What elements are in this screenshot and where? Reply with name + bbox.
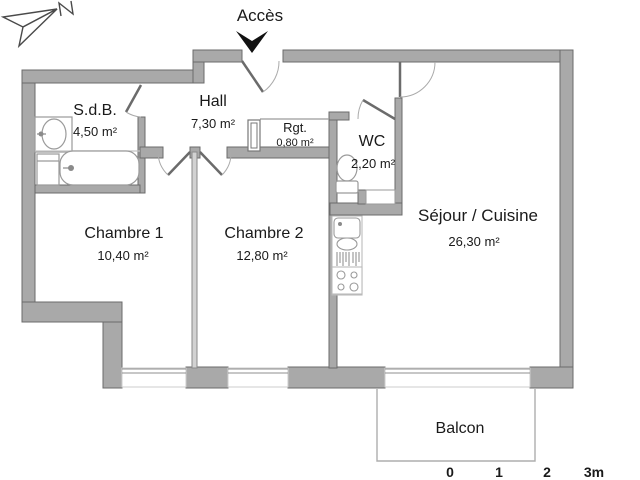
wall-wc-bottom [329, 202, 403, 216]
room-name-chambre1: Chambre 1 [84, 225, 163, 242]
wall-bottom-right-corner [529, 366, 574, 389]
scale-bar: 0 1 2 3m [446, 464, 604, 480]
room-name-hall: Hall [199, 93, 227, 110]
window-chambre1 [121, 367, 187, 388]
stove-icon [331, 266, 363, 295]
access-label: Accès [237, 6, 283, 25]
wall-top-right [282, 49, 574, 63]
room-area-sejour: 26,30 m² [448, 234, 500, 249]
chambre1-door [157, 151, 191, 176]
labels-layer: Accès S.d.B. 4,50 m² Hall 7,30 m² Rgt. 0… [73, 6, 538, 437]
north-arrow-icon [0, 0, 74, 49]
bathroom-fixtures [34, 116, 359, 194]
room-name-rgt: Rgt. [283, 120, 307, 135]
scale-tick-0: 0 [446, 464, 454, 480]
balcony-outline [376, 389, 536, 462]
room-area-chambre2: 12,80 m² [236, 248, 288, 263]
windows-layer [121, 367, 531, 388]
wall-bedroom-partition [191, 151, 198, 369]
duct-box [365, 189, 396, 205]
wall-hall-south-1 [139, 146, 164, 159]
wall-duct-stub [357, 189, 367, 205]
wall-step-horizontal [21, 301, 123, 323]
bathroom-sink-icon [34, 116, 73, 153]
room-area-rgt: 0,80 m² [276, 137, 314, 149]
wall-wc-right [394, 97, 403, 216]
sdb-door [124, 84, 143, 118]
room-area-chambre1: 10,40 m² [97, 248, 149, 263]
kitchen-fixtures [331, 215, 363, 296]
washing-machine-icon [36, 153, 60, 186]
chambre2-door [199, 151, 232, 176]
scale-tick-1: 1 [495, 464, 503, 480]
wall-right [559, 49, 574, 389]
balcony-label: Balcon [436, 420, 485, 437]
toilet-icon [335, 154, 359, 194]
wc-door [357, 98, 396, 121]
doors-layer [124, 60, 436, 176]
wall-sdb-bottom [34, 184, 141, 194]
sejour-door [398, 61, 436, 98]
kitchen-sink-icon [333, 217, 361, 251]
room-area-sdb: 4,50 m² [73, 124, 118, 139]
room-name-sdb: S.d.B. [73, 102, 117, 119]
entrance-door [240, 60, 280, 93]
room-area-wc: 2,20 m² [351, 156, 396, 171]
wall-wc-top-stub [328, 111, 350, 121]
window-chambre2 [227, 367, 289, 388]
wall-bottom-mid-right [287, 366, 386, 389]
closet-rgt [247, 118, 329, 152]
access-arrow-icon [236, 31, 268, 53]
scale-tick-3m: 3m [584, 464, 604, 480]
wall-bottom-mid-left [185, 366, 229, 389]
room-area-hall: 7,30 m² [191, 116, 236, 131]
wall-left-lower [102, 321, 123, 389]
room-name-sejour: Séjour / Cuisine [418, 206, 538, 225]
dish-rack-icon [336, 252, 360, 266]
bathtub-icon [59, 150, 140, 186]
wall-sdb-top [21, 69, 194, 84]
room-name-wc: WC [359, 133, 386, 150]
wall-left [21, 69, 36, 303]
room-name-chambre2: Chambre 2 [224, 225, 303, 242]
window-sejour-balcony [384, 367, 531, 388]
scale-tick-2: 2 [543, 464, 551, 480]
wall-top-left-of-entrance [192, 49, 243, 63]
